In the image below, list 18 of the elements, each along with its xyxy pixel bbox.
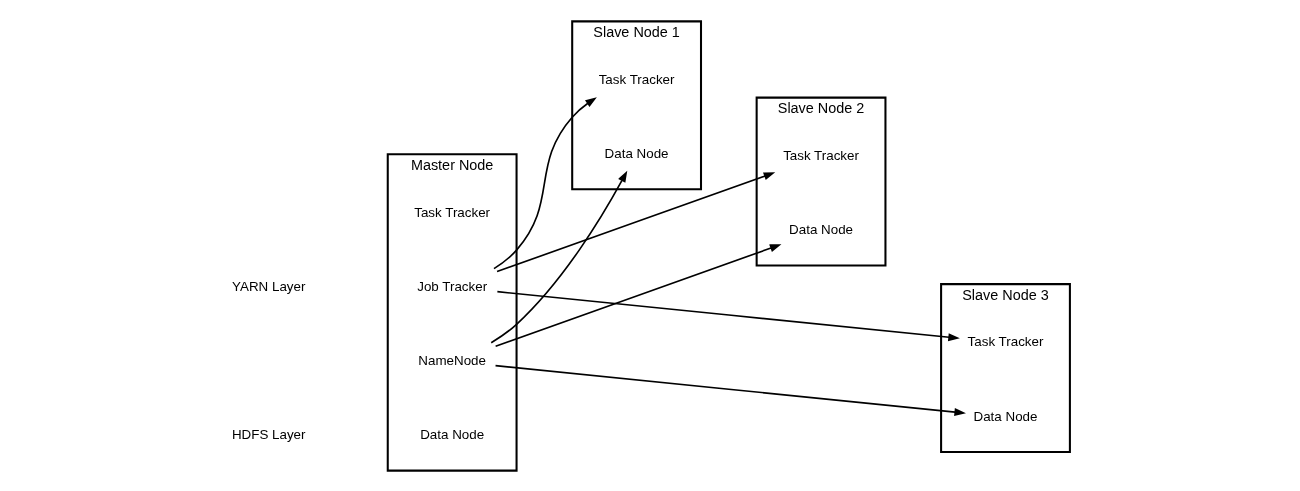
label: HDFS Layer xyxy=(231,426,306,442)
node-text: NameNode xyxy=(418,352,486,368)
node-text: Task Tracker xyxy=(598,71,675,87)
arrow xyxy=(494,364,966,416)
node-text: Data Node xyxy=(973,408,1038,424)
node-text: Task Tracker xyxy=(783,147,859,163)
node-text: Data Node xyxy=(604,145,669,161)
arrow xyxy=(494,243,782,347)
arrow xyxy=(496,290,960,341)
arrow xyxy=(493,96,597,269)
label: YARN Layer xyxy=(232,278,306,294)
node-text: Task Tracker xyxy=(967,333,1044,349)
node-text: Data Node xyxy=(789,221,854,237)
arrow xyxy=(496,171,776,272)
arrow xyxy=(490,170,628,344)
node-text: Job Tracker xyxy=(417,278,488,294)
node-text: Data Node xyxy=(420,426,485,442)
node-text: Task Tracker xyxy=(414,204,491,220)
